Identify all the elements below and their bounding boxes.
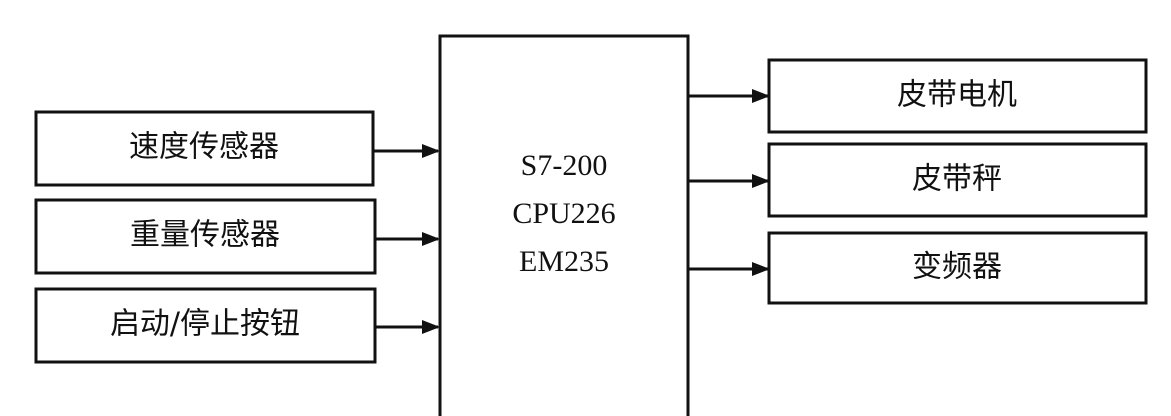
output-label-belt-motor: 皮带电机: [897, 78, 1017, 113]
output-label-inverter: 变频器: [912, 250, 1002, 285]
input-label-weight-sensor: 重量传感器: [130, 218, 280, 253]
controller-box: S7-200 CPU226 EM235: [438, 34, 690, 416]
input-box-start-stop-button: 启动/停止按钮: [34, 287, 377, 364]
output-box-inverter: 变频器: [767, 231, 1148, 305]
input-box-speed-sensor: 速度传感器: [34, 110, 375, 187]
input-label-speed-sensor: 速度传感器: [129, 130, 279, 165]
input-label-start-stop-button: 启动/停止按钮: [110, 307, 300, 342]
input-box-weight-sensor: 重量传感器: [34, 198, 377, 275]
controller-line-model: S7-200: [521, 149, 608, 182]
output-box-belt-motor: 皮带电机: [767, 58, 1148, 134]
output-label-belt-scale: 皮带秤: [912, 162, 1002, 197]
controller-line-module: EM235: [519, 245, 609, 278]
controller-line-cpu: CPU226: [512, 197, 615, 230]
output-box-belt-scale: 皮带秤: [767, 142, 1148, 218]
